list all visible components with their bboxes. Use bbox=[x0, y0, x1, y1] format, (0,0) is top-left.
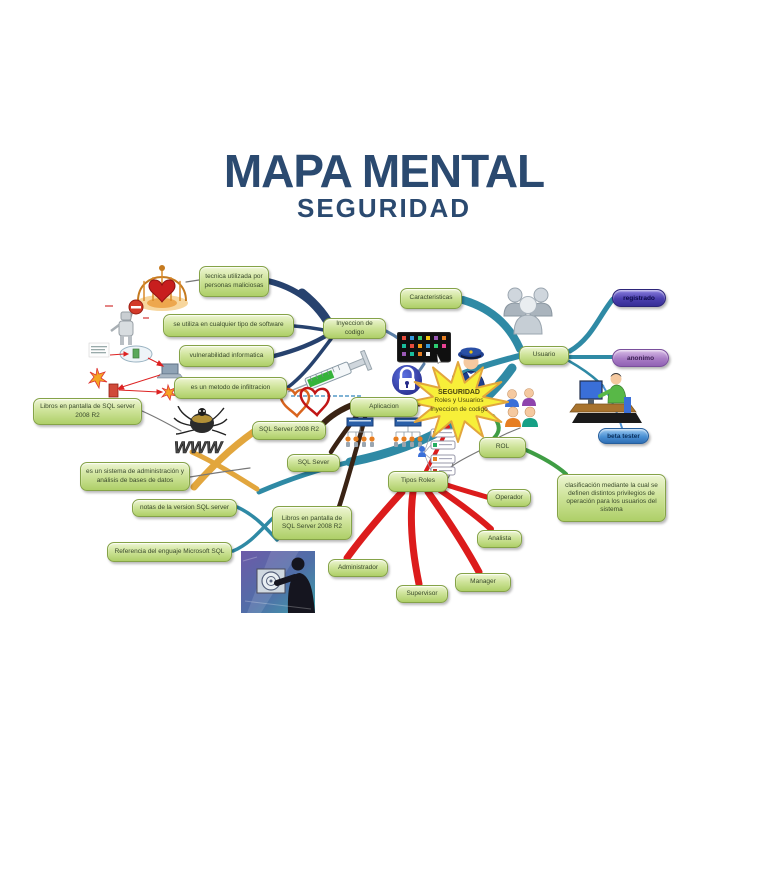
desk-person-illustration bbox=[568, 363, 642, 427]
node-manager[interactable]: Manager bbox=[455, 573, 511, 592]
node-caracteristicas[interactable]: Caracteristicas bbox=[400, 288, 462, 309]
org-chart-illustration bbox=[341, 416, 435, 458]
star-line1: SEGURIDAD bbox=[437, 389, 480, 396]
node-supervisor[interactable]: Supervisor bbox=[396, 585, 448, 603]
star-line3: Inyeccion de codigo bbox=[430, 405, 488, 413]
star-line2: Roles y Usuarios bbox=[434, 397, 484, 405]
node-tecnica[interactable]: tecnica utilizada por personas maliciosa… bbox=[199, 266, 269, 297]
node-beta-tester[interactable]: beta tester bbox=[598, 428, 649, 444]
node-operador[interactable]: Operador bbox=[487, 489, 531, 507]
node-analista[interactable]: Analista bbox=[477, 530, 522, 548]
title-block: MAPA MENTAL SEGURIDAD bbox=[0, 148, 768, 224]
star-text: SEGURIDAD Roles y Usuarios Inyeccion de … bbox=[414, 388, 504, 414]
node-rol[interactable]: ROL bbox=[479, 437, 526, 458]
node-aplicacion[interactable]: Aplicacion bbox=[350, 397, 418, 417]
cartoon-avatars-illustration bbox=[503, 387, 539, 429]
node-clasificacion[interactable]: clasificación mediante la cual se define… bbox=[557, 474, 666, 522]
node-libros-en-pantalla-2[interactable]: Libros en pantalla de SQL Server 2008 R2 bbox=[272, 506, 352, 540]
node-anonimo[interactable]: anonimo bbox=[612, 349, 669, 367]
www-label: WWW bbox=[174, 438, 224, 457]
padlock-icon bbox=[391, 362, 423, 398]
node-metodo[interactable]: es un metodo de infiltracion bbox=[174, 377, 287, 399]
node-inyeccion-de-codigo[interactable]: Inyeccion de codigo bbox=[323, 318, 386, 339]
hacker-artwork-illustration bbox=[241, 551, 315, 613]
syringe-illustration bbox=[283, 349, 378, 400]
node-software[interactable]: se utiliza en cualquier tipo de software bbox=[163, 314, 294, 337]
node-usuario[interactable]: Usuario bbox=[519, 346, 569, 365]
caged-heart-illustration bbox=[130, 261, 194, 313]
node-sistema-administracion[interactable]: es un sistema de administración y anális… bbox=[80, 462, 190, 491]
node-sql-server-2008-r2[interactable]: SQL Server 2008 R2 bbox=[252, 421, 326, 440]
node-referencia-lenguaje[interactable]: Referencia del enguaje Microsoft SQL bbox=[107, 542, 232, 562]
attack-flow-diagram-illustration bbox=[87, 337, 188, 402]
page-subtitle: SEGURIDAD bbox=[296, 193, 471, 223]
user-group-illustration bbox=[500, 282, 556, 338]
node-tipos-roles[interactable]: Tipos Roles bbox=[388, 471, 448, 492]
node-vulnerabilidad[interactable]: vulnerabilidad informatica bbox=[179, 345, 274, 367]
node-registrado[interactable]: registrado bbox=[612, 289, 666, 307]
robot-sign-illustration bbox=[103, 299, 151, 349]
www-spider-illustration: WWW bbox=[170, 405, 228, 458]
node-libros-en-pantalla-1[interactable]: Libros en pantalla de SQL server 2008 R2 bbox=[33, 398, 142, 425]
node-notas-version[interactable]: notas de la version SQL server bbox=[132, 499, 237, 517]
page-title: MAPA MENTAL bbox=[223, 145, 545, 197]
node-administrador[interactable]: Administrador bbox=[328, 559, 388, 577]
node-sql-sever[interactable]: SQL Sever bbox=[287, 454, 340, 472]
